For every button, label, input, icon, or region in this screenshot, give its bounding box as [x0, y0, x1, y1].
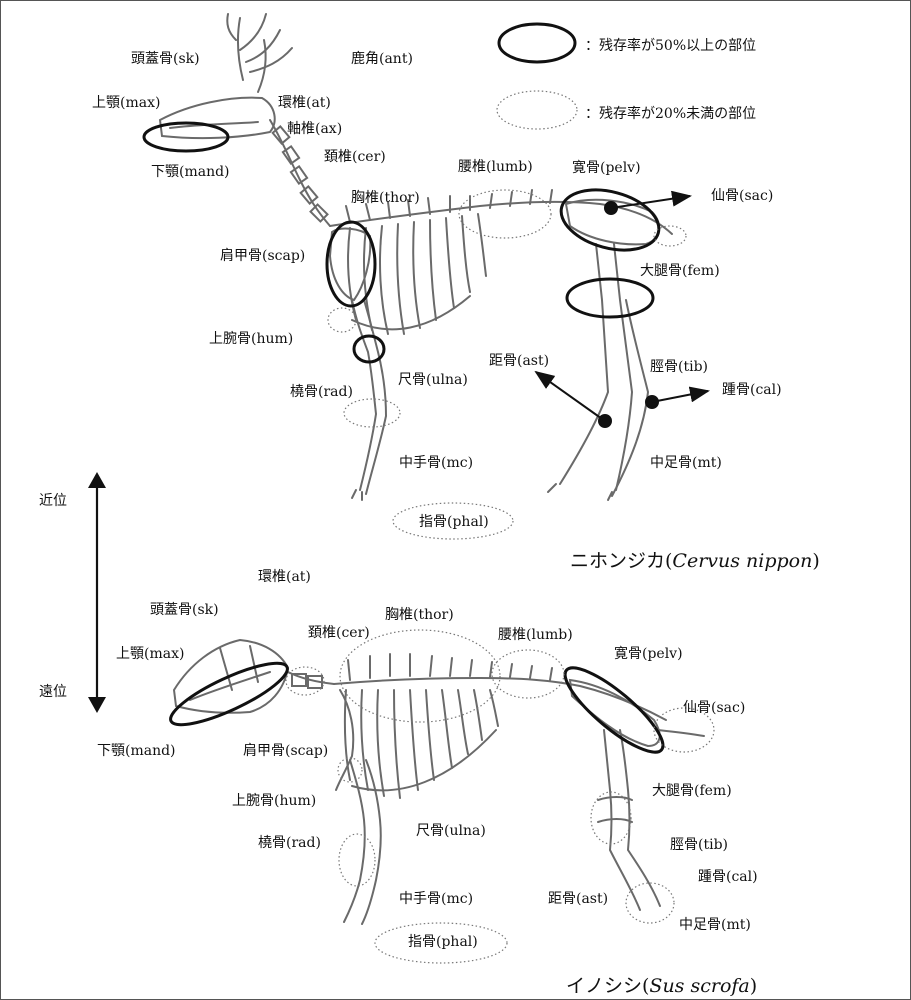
deer-title-close: )	[812, 550, 819, 572]
distal-arrowhead	[88, 697, 106, 713]
deer-label-phal: 指骨(phal)	[419, 515, 489, 529]
boar-label-pelv: 寛骨(pelv)	[614, 647, 683, 661]
deer-label-max: 上顎(max)	[92, 96, 160, 110]
boar-label-hum: 上腕骨(hum)	[232, 794, 316, 808]
boar-label-tib: 脛骨(tib)	[670, 838, 728, 852]
boar-label-mt: 中足骨(mt)	[679, 918, 751, 932]
deer-label-cal: 踵骨(cal)	[722, 383, 782, 397]
boar-label-lumb: 腰椎(lumb)	[498, 628, 573, 642]
boar-title-close: )	[750, 975, 757, 997]
deer-label-cer: 頚椎(cer)	[324, 150, 386, 164]
boar-label-ulna: 尺骨(ulna)	[416, 824, 486, 838]
legend-solid-text: ：残存率が50%以上の部位	[585, 35, 756, 55]
boar-label-cal: 踵骨(cal)	[698, 870, 758, 884]
boar-label-sac: 仙骨(sac)	[683, 701, 745, 715]
deer-label-mand: 下顎(mand)	[151, 165, 230, 179]
deer-label-sk: 頭蓋骨(sk)	[131, 52, 200, 66]
boar-label-sk: 頭蓋骨(sk)	[150, 603, 219, 617]
deer-title-sci: Cervus nippon	[672, 550, 812, 572]
axis-distal-label: 遠位	[39, 685, 67, 699]
boar-label-mand: 下顎(mand)	[97, 744, 176, 758]
legend-dotted-ellipse	[497, 91, 577, 129]
deer-label-lumb: 腰椎(lumb)	[458, 160, 533, 174]
deer-label-tib: 脛骨(tib)	[650, 360, 708, 374]
deer-label-scap: 肩甲骨(scap)	[220, 249, 305, 263]
boar-label-at: 環椎(at)	[258, 570, 311, 584]
boar-title-sci: Sus scrofa	[649, 975, 749, 997]
axis-proximal-label: 近位	[39, 494, 67, 508]
deer-label-ant: 鹿角(ant)	[351, 52, 413, 66]
boar-label-rad: 橈骨(rad)	[258, 836, 321, 850]
deer-label-at: 環椎(at)	[278, 96, 331, 110]
deer-title-jp: ニホンジカ(	[570, 550, 672, 572]
deer-label-thor: 胸椎(thor)	[351, 191, 420, 205]
boar-label-fem: 大腿骨(fem)	[652, 784, 732, 798]
deer-label-mt: 中足骨(mt)	[650, 456, 722, 470]
deer-label-ax: 軸椎(ax)	[287, 122, 342, 136]
legend-solid-ellipse	[499, 24, 575, 62]
boar-title-jp: イノシシ(	[566, 975, 649, 997]
deer-label-fem: 大腿骨(fem)	[640, 264, 720, 278]
deer-label-pelv: 寛骨(pelv)	[572, 161, 641, 175]
deer-title: ニホンジカ(Cervus nippon)	[570, 546, 820, 573]
boar-label-ast: 距骨(ast)	[548, 892, 608, 906]
deer-label-rad: 橈骨(rad)	[290, 385, 353, 399]
boar-label-thor: 胸椎(thor)	[385, 608, 454, 622]
boar-label-scap: 肩甲骨(scap)	[243, 744, 328, 758]
deer-label-sac: 仙骨(sac)	[711, 189, 773, 203]
deer-solid-ellipses	[144, 123, 666, 362]
boar-label-max: 上顎(max)	[116, 647, 184, 661]
deer-label-hum: 上腕骨(hum)	[209, 332, 293, 346]
deer-label-ulna: 尺骨(ulna)	[398, 373, 468, 387]
deer-label-mc: 中手骨(mc)	[399, 456, 473, 470]
boar-solid-ellipses	[164, 652, 673, 763]
proximal-arrowhead	[88, 472, 106, 488]
boar-label-phal: 指骨(phal)	[408, 935, 478, 949]
boar-skeleton	[174, 640, 704, 924]
boar-label-mc: 中手骨(mc)	[399, 892, 473, 906]
boar-label-cer: 頚椎(cer)	[308, 626, 370, 640]
legend-dotted-text: ：残存率が20%未満の部位	[585, 103, 756, 123]
boar-title: イノシシ(Sus scrofa)	[566, 971, 757, 998]
deer-label-ast: 距骨(ast)	[489, 354, 549, 368]
